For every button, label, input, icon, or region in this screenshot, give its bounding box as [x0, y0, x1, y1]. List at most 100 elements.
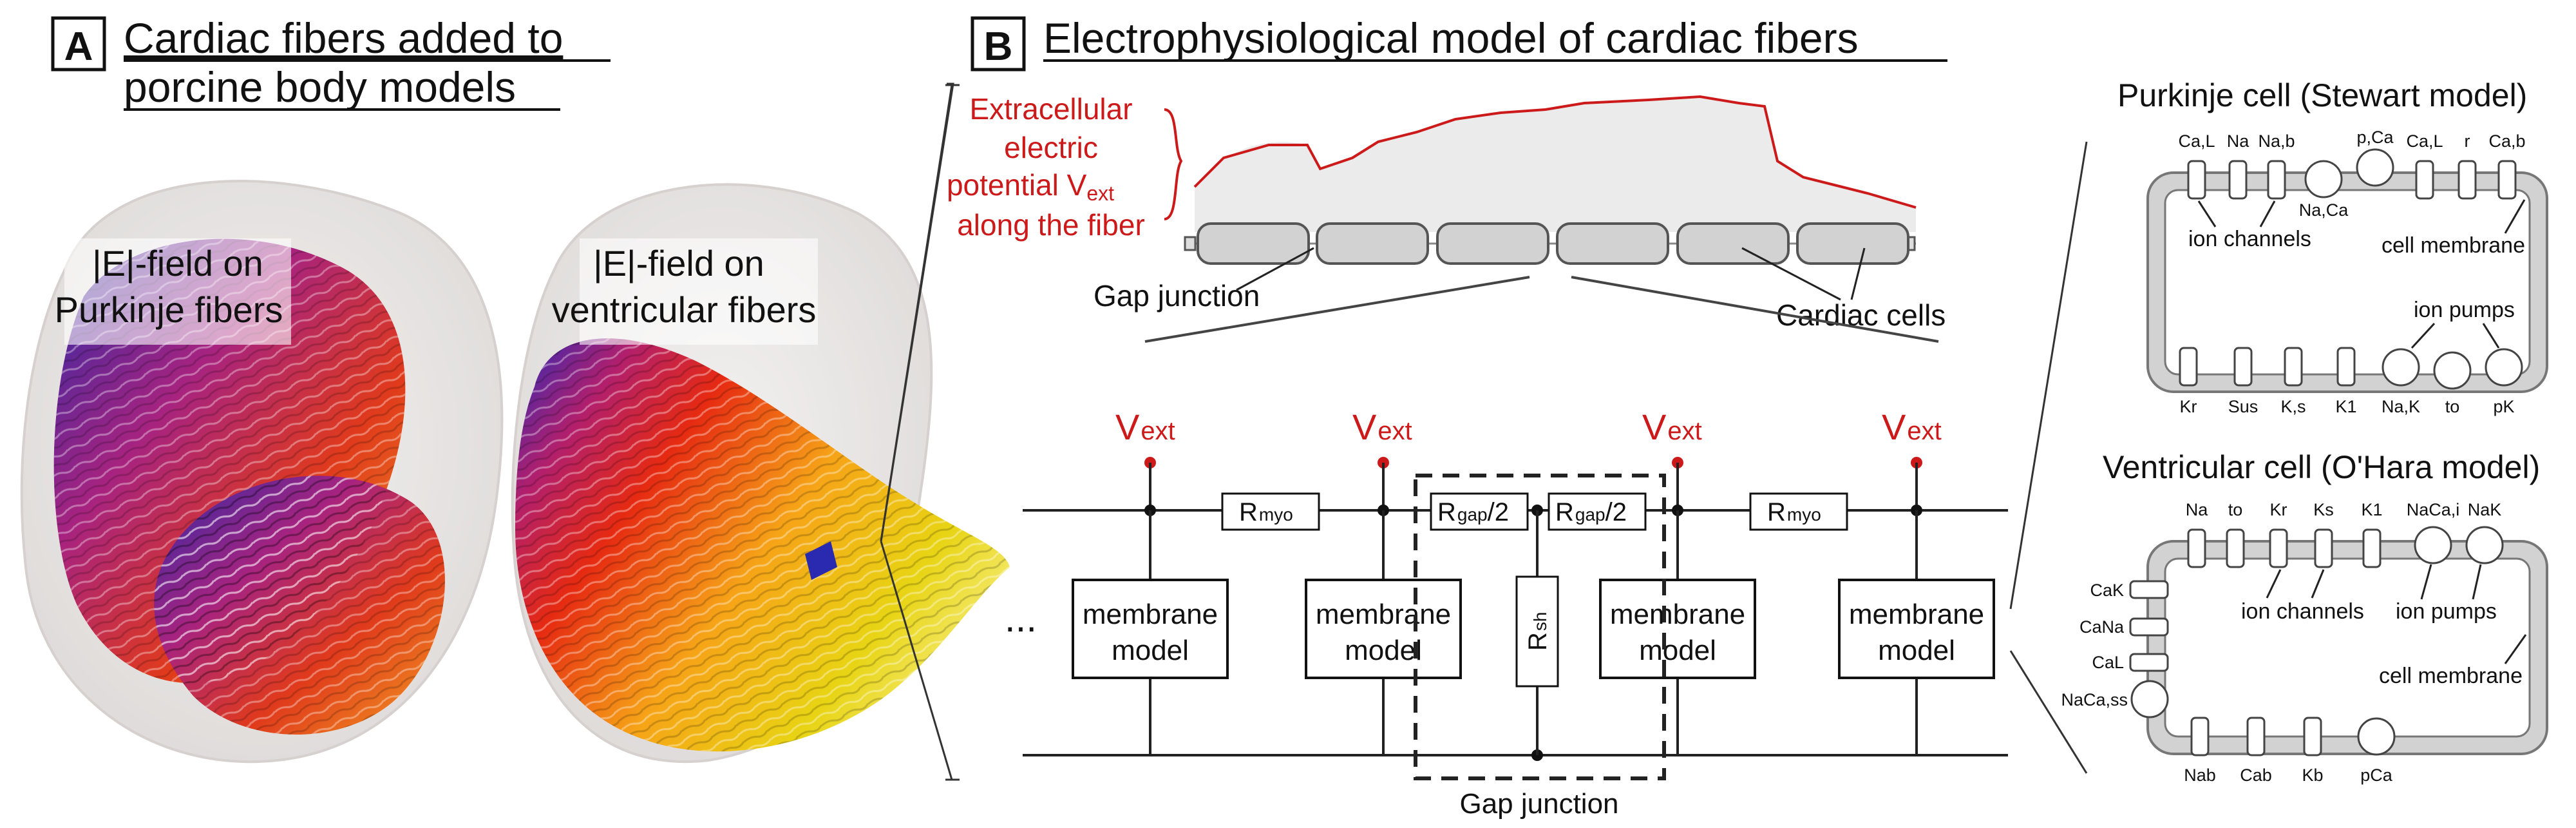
svg-text:Kr: Kr	[2270, 500, 2287, 519]
membrane-model-box: membrane model	[1838, 579, 1995, 679]
membrane-model-box: membrane model	[1599, 579, 1756, 679]
ion-channel	[2284, 347, 2303, 387]
panel-b: B Electrophysiological model of cardiac …	[947, 14, 2088, 820]
svg-text:cell membrane: cell membrane	[2379, 664, 2523, 688]
ion-pump	[2356, 148, 2394, 187]
extracellular-potential-line	[1193, 95, 1917, 209]
svg-text:Cab: Cab	[2240, 765, 2272, 785]
svg-text:Na,b: Na,b	[2258, 131, 2295, 151]
svg-text:Rsh: Rsh	[1524, 612, 1552, 651]
ion-channel	[2187, 528, 2206, 568]
r-gap-half-resistor: Rgap/2	[1548, 492, 1647, 531]
ion-channel	[2269, 528, 2288, 568]
panel-a-badge-box	[51, 16, 106, 72]
ion-channel	[2129, 580, 2169, 599]
ion-channel	[2267, 160, 2286, 200]
ion-channel	[2497, 160, 2517, 200]
r-myo-resistor: Rmyo	[1221, 492, 1320, 531]
svg-text:Extracellular: Extracellular	[969, 92, 1132, 126]
svg-text:electric: electric	[1004, 131, 1098, 164]
svg-text:Kr: Kr	[2180, 397, 2197, 416]
purkinje-field-label-line1: |E|-field on	[92, 243, 263, 284]
ion-channel	[2179, 347, 2198, 387]
vext-node: Vext	[1642, 407, 1702, 510]
svg-text:Rgap/2: Rgap/2	[1437, 498, 1509, 526]
svg-text:Vext: Vext	[1352, 407, 1412, 447]
ventricular-field-label-line2: ventricular fibers	[552, 289, 817, 330]
svg-text:membrane: membrane	[1083, 599, 1218, 630]
svg-text:Ca,L: Ca,L	[2178, 131, 2215, 151]
gap-junction-bottom-label: Gap junction	[1459, 788, 1618, 820]
gap-junction-label: Gap junction	[1094, 279, 1260, 313]
svg-text:Kb: Kb	[2302, 765, 2323, 785]
ventricular-cell-diagram: Ventricular cell (O'Hara model) Na to Kr…	[2061, 449, 2548, 785]
svg-text:model: model	[1345, 635, 1422, 666]
svg-text:Na,Ca: Na,Ca	[2299, 200, 2349, 220]
r-sh-resistor: Rsh	[1515, 575, 1559, 688]
cardiac-cell	[1197, 222, 1310, 265]
ion-channel	[2129, 653, 2169, 672]
equivalent-circuit: Vext Vext Vext Vext	[1023, 407, 2008, 820]
panel-a-title-line2: porcine body models	[124, 63, 516, 111]
svg-text:Nab: Nab	[2184, 765, 2216, 785]
panel-a: A Cardiac fibers added to porcine body m…	[20, 14, 1037, 764]
purkinje-cell-diagram: Purkinje cell (Stewart model) Ca,L Na Na…	[2117, 77, 2548, 416]
cardiac-fiber	[1184, 222, 1916, 265]
ion-channel	[2226, 528, 2245, 568]
ion-channel	[2190, 717, 2210, 756]
svg-text:model: model	[1878, 635, 1955, 666]
svg-text:Rmyo: Rmyo	[1767, 498, 1821, 526]
svg-text:Vext: Vext	[1882, 407, 1942, 447]
ion-channel	[2246, 717, 2266, 756]
svg-text:NaCa,ss: NaCa,ss	[2061, 690, 2128, 709]
svg-text:Rmyo: Rmyo	[1239, 498, 1293, 526]
svg-text:Na: Na	[2186, 500, 2208, 519]
svg-text:ion pumps: ion pumps	[2414, 298, 2515, 322]
cardiac-cell	[1316, 222, 1429, 265]
cardiac-cell	[1556, 222, 1669, 265]
ion-channel	[2303, 717, 2322, 756]
ion-channel	[2415, 160, 2434, 200]
svg-text:membrane: membrane	[1849, 599, 1984, 630]
purkinje-title: Purkinje cell (Stewart model)	[2117, 77, 2527, 113]
svg-text:p,Ca: p,Ca	[2356, 128, 2394, 147]
ion-exchanger	[2304, 160, 2343, 198]
gap-junction-dashed-box	[1414, 474, 1666, 780]
ion-channel	[2233, 347, 2253, 387]
svg-text:model: model	[1112, 635, 1189, 666]
cardiac-cell	[1676, 222, 1790, 265]
panel-b-badge-box	[971, 16, 1026, 72]
svg-text:Vext: Vext	[1115, 407, 1175, 447]
vext-node: Vext	[1115, 407, 1175, 510]
ion-channel	[2187, 160, 2206, 200]
ventricular-heart-render: |E|-field on ventricular fibers ...	[511, 183, 1037, 764]
r-myo-resistor: Rmyo	[1749, 492, 1848, 531]
ion-channel	[2336, 347, 2356, 387]
continuation-ellipsis: ...	[1005, 597, 1037, 640]
svg-text:Na,K: Na,K	[2382, 397, 2420, 416]
svg-text:potential Vext: potential Vext	[947, 168, 1114, 205]
panel-a-badge: A	[64, 24, 93, 69]
ion-pump	[2485, 348, 2523, 387]
svg-text:along the fiber: along the fiber	[957, 208, 1145, 242]
panel-b-title: Electrophysiological model of cardiac fi…	[1043, 14, 1859, 62]
svg-text:Ca,L: Ca,L	[2406, 131, 2443, 151]
membrane-model-box: membrane model	[1305, 579, 1462, 679]
ion-channel	[2314, 528, 2333, 568]
svg-text:membrane: membrane	[1316, 599, 1451, 630]
ion-channel	[2458, 160, 2477, 200]
svg-text:NaCa,i: NaCa,i	[2407, 500, 2460, 519]
svg-text:CaK: CaK	[2090, 581, 2124, 600]
cardiac-cells-label: Cardiac cells	[1776, 298, 1946, 332]
cardiac-cell	[1436, 222, 1549, 265]
r-gap-half-resistor: Rgap/2	[1430, 492, 1529, 531]
svg-text:cell membrane: cell membrane	[2382, 233, 2525, 258]
svg-text:Rgap/2: Rgap/2	[1555, 498, 1627, 526]
ion-pump	[2414, 526, 2452, 564]
ion-channel	[2362, 528, 2382, 568]
ion-pump	[2465, 526, 2504, 564]
ion-exchanger	[2130, 680, 2169, 718]
svg-text:Ca,b: Ca,b	[2488, 131, 2525, 151]
ion-pump	[2433, 351, 2472, 390]
